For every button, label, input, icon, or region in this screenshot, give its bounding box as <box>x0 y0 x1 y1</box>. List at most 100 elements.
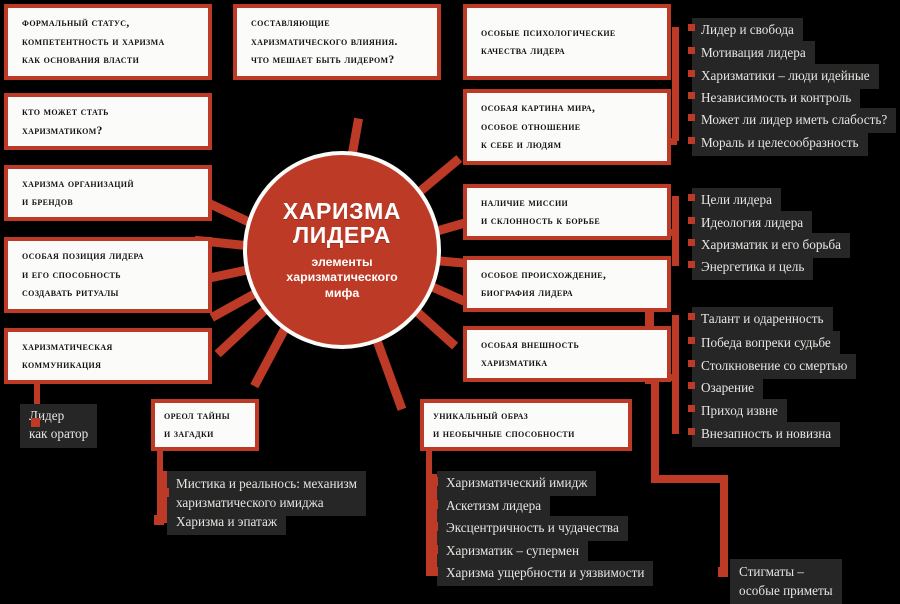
bracket-origin-node-4 <box>688 405 695 412</box>
label-mission-2-text: Харизматик и его борьба <box>701 237 841 252</box>
conn-stigma-vert-a <box>651 382 659 482</box>
box-appearance[interactable]: Особая внешность харизматика <box>463 326 671 382</box>
conn-stigma-node <box>718 567 728 577</box>
label-mission-2[interactable]: Харизматик и его борьба <box>692 233 850 258</box>
bracket-origin-node-2 <box>688 360 695 367</box>
label-mission-1[interactable]: Идеология лидера <box>692 211 813 236</box>
label-psych-1[interactable]: Мотивация лидера <box>692 41 815 66</box>
box-special-position-label: Особая позиция лидера и его способность … <box>22 250 144 300</box>
conn-halo-node-1 <box>154 515 164 525</box>
label-psych-1-text: Мотивация лидера <box>701 45 806 60</box>
label-unique-0[interactable]: Харизматический имидж <box>437 471 597 496</box>
label-psych-4-text: Может ли лидер иметь слабость? <box>701 112 888 127</box>
box-origin-biography[interactable]: Особое происхождение, биография лидера <box>463 256 671 312</box>
label-origin-1-text: Победа вопреки судьбе <box>701 335 831 350</box>
label-origin-3[interactable]: Озарение <box>692 376 764 401</box>
conn-unique-node-2 <box>429 522 438 531</box>
conn-comm-vert <box>34 384 40 421</box>
label-origin-2-text: Столкновение со смертью <box>701 358 848 373</box>
label-origin-1[interactable]: Победа вопреки судьбе <box>692 331 840 356</box>
bracket-mission-node-3 <box>688 261 695 268</box>
bracket-mission-node-0 <box>688 194 695 201</box>
label-psych-5-text: Мораль и целесообразность <box>701 135 859 150</box>
bracket-origin-node-0 <box>688 313 695 320</box>
conn-halo-node-0 <box>160 488 169 497</box>
conn-unique-vert <box>426 451 432 576</box>
box-who-can-become-label: Кто может стать харизматиком? <box>22 106 109 137</box>
label-unique-1[interactable]: Аскетизм лидера <box>437 494 551 519</box>
box-org-brand-charisma[interactable]: Харизма организаций и брендов <box>4 165 212 221</box>
bracket-mission-node-2 <box>688 239 695 246</box>
label-psych-0[interactable]: Лидер и свобода <box>692 18 803 43</box>
label-mission-3[interactable]: Энергетика и цель <box>692 255 814 280</box>
box-who-can-become[interactable]: Кто может стать харизматиком? <box>4 93 212 150</box>
label-unique-2-text: Эксцентричность и чудачества <box>446 520 619 535</box>
label-unique-3[interactable]: Харизматик – супермен <box>437 539 589 564</box>
label-mission-0-text: Цели лидера <box>701 192 772 207</box>
box-worldview[interactable]: Особая картина мира, особое отношение к … <box>463 89 671 165</box>
label-origin-5-text: Внезапность и новизна <box>701 426 832 441</box>
box-mission[interactable]: Наличие миссии и склонность к борьбе <box>463 184 671 240</box>
box-org-brand-charisma-label: Харизма организаций и брендов <box>22 177 134 208</box>
label-stigma-0[interactable]: Стигматы – особые приметы <box>730 559 842 604</box>
label-unique-3-text: Харизматик – супермен <box>446 543 580 558</box>
center-node[interactable]: ХАРИЗМА ЛИДЕРА элементы харизматического… <box>243 151 441 349</box>
label-psych-3[interactable]: Независимость и контроль <box>692 86 861 111</box>
label-unique-2[interactable]: Эксцентричность и чудачества <box>437 516 628 541</box>
box-unique-image-label: Уникальный образ и необычные способности <box>433 409 575 440</box>
bracket-origin-node-5 <box>688 428 695 435</box>
box-worldview-label: Особая картина мира, особое отношение к … <box>481 102 596 152</box>
box-formal-status[interactable]: Формальный статус, компетентность и хари… <box>4 4 212 80</box>
box-components[interactable]: Составляющие харизматического влияния. Ч… <box>233 4 441 80</box>
label-unique-4[interactable]: Харизма ущербности и уязвимости <box>437 561 654 586</box>
conn-unique-node-4 <box>429 567 438 576</box>
box-mission-label: Наличие миссии и склонность к борьбе <box>481 196 601 227</box>
label-halo-0[interactable]: Мистика и реальнось: механизм харизматич… <box>167 471 366 517</box>
label-halo-0-text: Мистика и реальнось: механизм харизматич… <box>176 476 357 511</box>
conn-stigma-horiz <box>651 475 728 483</box>
conn-unique-node-1 <box>429 500 438 509</box>
label-origin-2[interactable]: Столкновение со смертью <box>692 354 857 379</box>
box-charismatic-comm[interactable]: Харизматическая коммуникация <box>4 328 212 384</box>
box-components-label: Составляющие харизматического влияния. Ч… <box>251 17 398 67</box>
box-halo-mystery[interactable]: Ореол тайны и загадки <box>151 399 259 451</box>
conn-halo-vert <box>157 451 163 524</box>
label-unique-1-text: Аскетизм лидера <box>446 498 542 513</box>
label-origin-0[interactable]: Талант и одаренность <box>692 307 833 332</box>
label-origin-5[interactable]: Внезапность и новизна <box>692 422 841 447</box>
box-psych-qualities[interactable]: Особые психологические качества лидера <box>463 4 671 80</box>
conn-comm-node <box>31 418 40 427</box>
label-psych-2-text: Харизматики – люди идейные <box>701 68 870 83</box>
label-origin-4-text: Приход извне <box>701 403 778 418</box>
bracket-psych-node-4 <box>688 114 695 121</box>
bracket-origin-node-1 <box>688 337 695 344</box>
label-psych-2[interactable]: Харизматики – люди идейные <box>692 64 879 89</box>
label-mission-3-text: Энергетика и цель <box>701 259 805 274</box>
label-psych-5[interactable]: Мораль и целесообразность <box>692 131 868 156</box>
label-halo-1[interactable]: Харизма и эпатаж <box>167 510 286 535</box>
label-origin-4[interactable]: Приход извне <box>692 399 787 424</box>
label-mission-1-text: Идеология лидера <box>701 215 804 230</box>
label-psych-3-text: Независимость и контроль <box>701 90 852 105</box>
bracket-origin-node-3 <box>688 382 695 389</box>
conn-unique-node-3 <box>429 545 438 554</box>
label-psych-0-text: Лидер и свобода <box>701 22 794 37</box>
label-psych-4[interactable]: Может ли лидер иметь слабость? <box>692 108 897 133</box>
bracket-mission-node-1 <box>688 217 695 224</box>
box-special-position[interactable]: Особая позиция лидера и его способность … <box>4 237 212 313</box>
bracket-psych-node-5 <box>688 137 695 144</box>
label-origin-3-text: Озарение <box>701 380 755 395</box>
conn-halo-spine <box>163 471 168 523</box>
bracket-psych-node-2 <box>688 70 695 77</box>
bracket-psych-node-1 <box>688 47 695 54</box>
label-stigma-0-text: Стигматы – особые приметы <box>739 564 833 599</box>
box-formal-status-label: Формальный статус, компетентность и хари… <box>22 17 165 67</box>
box-charismatic-comm-label: Харизматическая коммуникация <box>22 340 113 371</box>
box-unique-image[interactable]: Уникальный образ и необычные способности <box>420 399 632 451</box>
bracket-psych-node-0 <box>688 24 695 31</box>
bracket-psych-spine <box>672 27 679 141</box>
label-mission-0[interactable]: Цели лидера <box>692 188 781 213</box>
box-halo-mystery-label: Ореол тайны и загадки <box>164 409 230 440</box>
center-subtitle: элементы харизматического мифа <box>286 254 398 300</box>
